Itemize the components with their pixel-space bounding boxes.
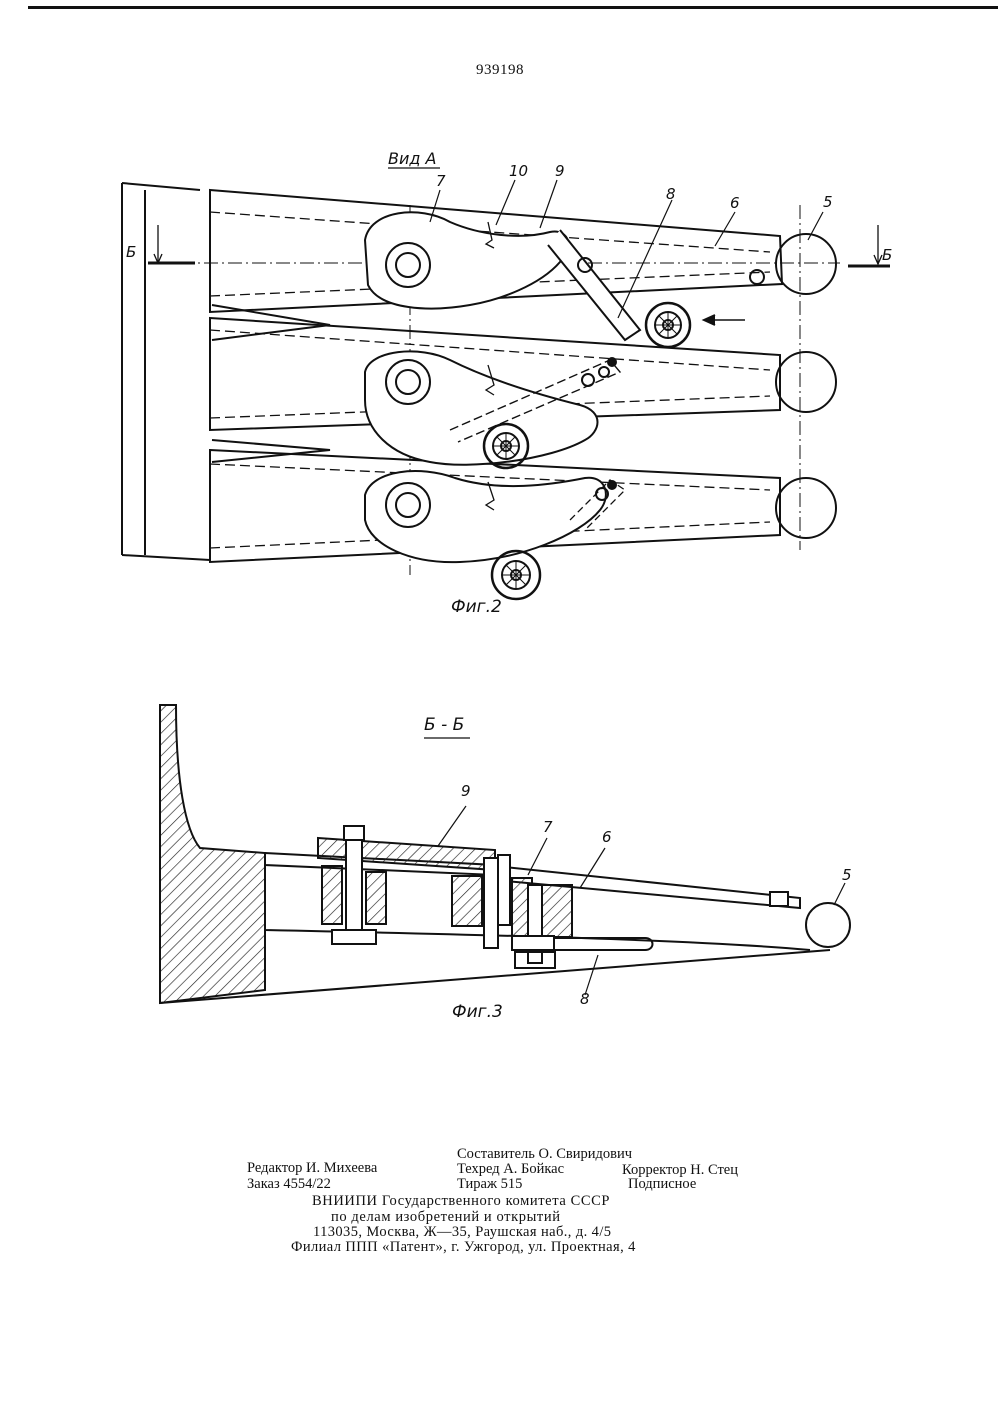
imprint-circulation: Тираж 515 bbox=[457, 1176, 522, 1193]
imprint-subscription: Подписное bbox=[628, 1176, 696, 1193]
fig3-callout-7: 7 bbox=[543, 818, 553, 836]
fig3-callout-5: 5 bbox=[842, 866, 852, 884]
imprint-order: Заказ 4554/22 bbox=[247, 1176, 331, 1193]
fig3-body-hatched bbox=[160, 705, 265, 1003]
fig3-callout-8: 8 bbox=[580, 990, 590, 1008]
fig3-callout-9: 9 bbox=[461, 782, 471, 800]
imprint-org-line1: ВНИИПИ Государственного комитета СССР bbox=[312, 1193, 610, 1210]
imprint-branch: Филиал ППП «Патент», г. Ужгород, ул. Про… bbox=[291, 1239, 636, 1256]
fig3-section-title: Б - Б bbox=[424, 715, 464, 735]
fig3-caption: Фиг.3 bbox=[452, 1002, 503, 1022]
imprint-editor: Редактор И. Михеева bbox=[247, 1160, 377, 1177]
fig3-ball-tip bbox=[806, 903, 850, 947]
fig3-callout-6: 6 bbox=[602, 828, 612, 846]
